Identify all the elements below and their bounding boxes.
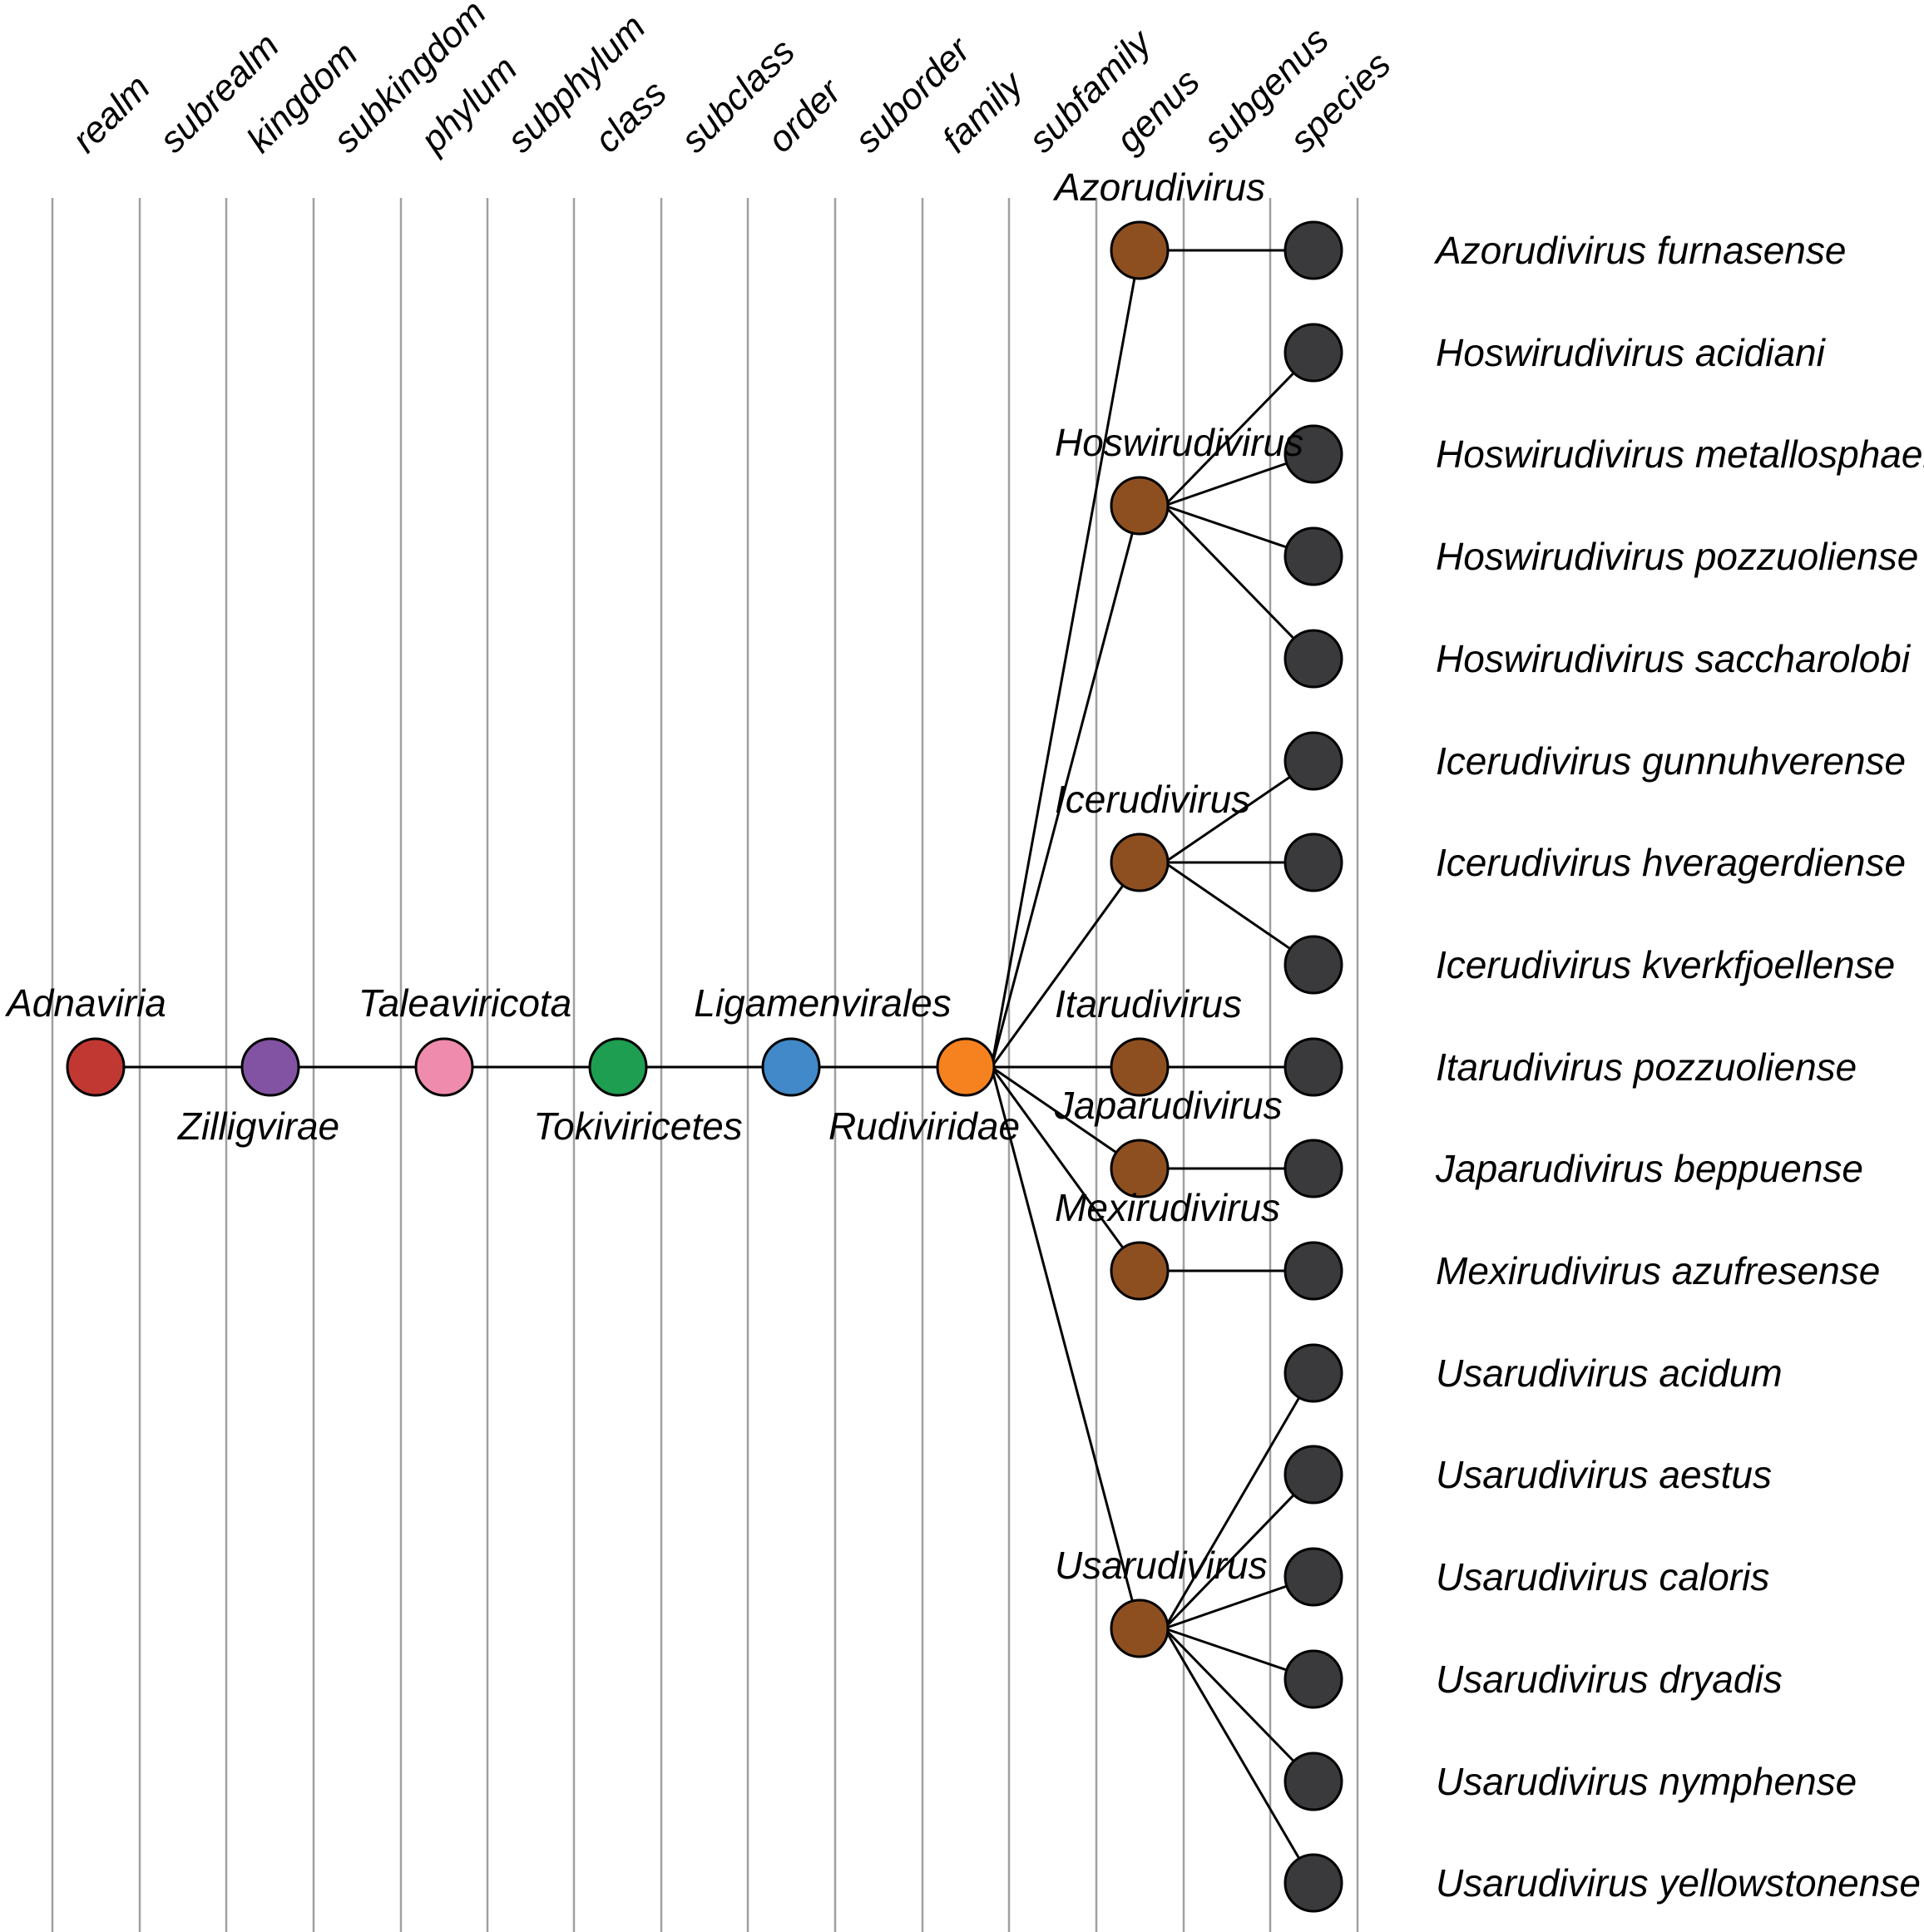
node-class-tokiviricetes <box>588 1037 648 1097</box>
edge-hoswirudivirus-species <box>1163 504 1315 660</box>
node-genus-azorudivirus <box>1110 220 1170 280</box>
node-kingdom-zilligvirae <box>240 1037 300 1097</box>
label-phylum-taleaviricota: Taleaviricota <box>359 981 572 1025</box>
label-species: Usarudivirus nymphense <box>1436 1760 1857 1803</box>
edge-family-to-icerudivirus <box>990 862 1141 1068</box>
label-realm-adnaviria: Adnaviria <box>4 981 166 1025</box>
label-family-rudiviridae: Rudiviridae <box>828 1104 1020 1148</box>
edge-icerudivirus-species <box>1164 861 1314 966</box>
node-species <box>1283 1343 1343 1403</box>
label-species: Hoswirudivirus metallosphaerae <box>1436 432 1924 476</box>
edge-family-to-azorudivirus <box>990 250 1141 1068</box>
edge-usarudivirus-species <box>1163 1473 1315 1630</box>
node-species <box>1283 1445 1343 1505</box>
rank-gridlines <box>51 198 1359 1932</box>
label-species: Hoswirudivirus pozzuoliense <box>1436 535 1918 578</box>
label-species: Usarudivirus yellowstonense <box>1436 1861 1921 1905</box>
node-species <box>1283 833 1343 892</box>
node-genus-hoswirudivirus <box>1110 476 1170 536</box>
node-genus-usarudivirus <box>1110 1598 1170 1658</box>
label-class-tokiviricetes: Tokiviricetes <box>533 1104 742 1148</box>
node-phylum-taleaviricota <box>414 1037 474 1097</box>
label-genus-japarudivirus: Japarudivirus <box>1054 1084 1283 1127</box>
edge-hoswirudivirus-species <box>1163 351 1315 507</box>
node-realm-adnaviria <box>66 1037 126 1097</box>
label-species: Icerudivirus gunnuhverense <box>1436 739 1906 783</box>
label-order-ligamenvirales: Ligamenvirales <box>694 981 951 1025</box>
node-species <box>1283 323 1343 383</box>
edge-usarudivirus-species <box>1163 1628 1315 1884</box>
node-species <box>1283 1547 1343 1607</box>
label-species: Usarudivirus aestus <box>1436 1453 1772 1496</box>
node-species <box>1283 1241 1343 1301</box>
label-species: Azorudivirus furnasense <box>1433 229 1846 272</box>
label-species: Usarudivirus acidum <box>1436 1351 1783 1395</box>
label-species: Icerudivirus kverkfjoellense <box>1436 943 1895 986</box>
node-genus-japarudivirus <box>1110 1139 1170 1198</box>
node-species <box>1283 1139 1343 1198</box>
label-species: Usarudivirus dryadis <box>1436 1658 1783 1701</box>
node-genus-icerudivirus <box>1110 833 1170 892</box>
node-species <box>1283 424 1343 484</box>
label-genus-icerudivirus: Icerudivirus <box>1055 778 1250 821</box>
label-species: Japarudivirus beppuense <box>1435 1147 1863 1190</box>
edge-family-to-mexirudivirus <box>990 1066 1141 1272</box>
node-species <box>1283 1649 1343 1709</box>
edge-icerudivirus-species <box>1164 759 1314 864</box>
lineage-nodes <box>66 1037 996 1097</box>
label-species: Icerudivirus hveragerdiense <box>1436 841 1906 884</box>
node-species <box>1283 526 1343 586</box>
edge-usarudivirus-species <box>1163 1372 1315 1629</box>
edge-family-to-usarudivirus <box>990 1066 1141 1629</box>
edge-usarudivirus-species <box>1163 1627 1315 1783</box>
label-species: Hoswirudivirus acidiani <box>1436 331 1827 374</box>
rank-header-realm: realm <box>64 67 157 161</box>
node-genus-itarudivirus <box>1110 1037 1170 1097</box>
node-species <box>1283 1037 1343 1097</box>
node-species <box>1283 935 1343 995</box>
label-species: Usarudivirus caloris <box>1436 1555 1769 1598</box>
node-species <box>1283 731 1343 791</box>
label-species: Itarudivirus pozzuoliense <box>1436 1045 1857 1089</box>
edge-family-to-hoswirudivirus <box>990 505 1141 1068</box>
label-kingdom-zilligvirae: Zilligvirae <box>177 1104 339 1148</box>
label-species: Hoswirudivirus saccharolobi <box>1436 637 1912 680</box>
node-species <box>1283 220 1343 280</box>
rank-headers: realm subrealm kingdom subkingdom phylum… <box>64 0 1398 161</box>
node-species <box>1283 629 1343 689</box>
label-genus-hoswirudivirus: Hoswirudivirus <box>1055 421 1303 464</box>
label-genus-itarudivirus: Itarudivirus <box>1055 982 1242 1025</box>
node-family-rudiviridae <box>936 1037 996 1097</box>
node-species <box>1283 1853 1343 1913</box>
label-genus-usarudivirus: Usarudivirus <box>1055 1544 1268 1587</box>
genus-nodes <box>1110 220 1170 1658</box>
species-labels: Azorudivirus furnasense Hoswirudivirus a… <box>1433 229 1924 1905</box>
genus-labels: Azorudivirus Hoswirudivirus Icerudivirus… <box>1052 166 1303 1587</box>
node-species <box>1283 1752 1343 1811</box>
label-genus-mexirudivirus: Mexirudivirus <box>1055 1186 1280 1229</box>
node-order-ligamenvirales <box>761 1037 821 1097</box>
edge-family-to-japarudivirus <box>991 1065 1140 1170</box>
species-nodes <box>1283 220 1343 1913</box>
node-genus-mexirudivirus <box>1110 1241 1170 1301</box>
label-genus-azorudivirus: Azorudivirus <box>1052 166 1265 209</box>
lineage-labels: Adnaviria Zilligvirae Taleaviricota Toki… <box>4 981 1020 1148</box>
label-species: Mexirudivirus azufresense <box>1436 1249 1880 1292</box>
